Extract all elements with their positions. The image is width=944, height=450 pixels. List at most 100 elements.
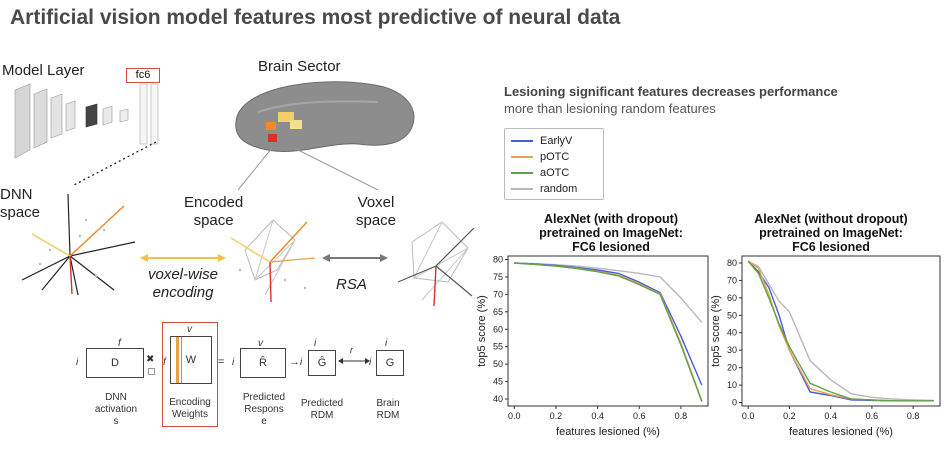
caption-encoding-weights: Encoding Weights [169, 397, 211, 420]
x-tick-label: 0.4 [824, 411, 837, 421]
y-tick-label: 55 [493, 342, 503, 352]
eq-i-label-2: i [232, 357, 235, 368]
y-axis-label: top5 score (%) [710, 295, 722, 367]
series-line-aotc [514, 262, 703, 402]
weights-column-line [181, 337, 182, 383]
legend-item-aotc: aOTC [505, 165, 603, 181]
eq-i-label-6: i [369, 357, 372, 368]
legend-swatch-aotc [511, 172, 533, 174]
x-tick-label: 0.6 [866, 411, 879, 421]
y-tick-label: 10 [727, 380, 737, 390]
small-box-icon [148, 368, 155, 375]
y-tick-label: 50 [727, 310, 737, 320]
y-tick-label: 30 [727, 345, 737, 355]
legend-label-earlyv: EarlyV [540, 135, 573, 147]
x-tick-label: 0.4 [591, 411, 604, 421]
legend-item-earlyv: EarlyV [505, 133, 603, 149]
legend-label-random: random [540, 183, 578, 195]
legend-swatch-random [511, 188, 533, 190]
encoding-arrow-icon [140, 254, 226, 262]
x-tick-label: 0.2 [550, 411, 563, 421]
x-tick-label: 0.8 [675, 411, 688, 421]
series-line-earlyv [514, 262, 703, 386]
eq-f-label-2: f [163, 357, 166, 368]
x-axis-label: features lesioned (%) [789, 426, 893, 438]
chart-legend: EarlyV pOTC aOTC random [504, 128, 604, 200]
connector-dotted-line [71, 141, 157, 187]
fc6-label: fc6 [126, 68, 160, 83]
encoded-space-label: Encoded space [184, 194, 244, 229]
matrix-d: D [86, 348, 144, 378]
y-tick-label: 0 [732, 398, 737, 408]
y-tick-label: 60 [493, 324, 503, 334]
model-layer-label: Model Layer [2, 62, 85, 79]
x-tick-label: 0.0 [742, 411, 755, 421]
y-tick-label: 75 [493, 272, 503, 282]
rsa-arrow-icon [322, 254, 388, 262]
y-tick-label: 20 [727, 363, 737, 373]
x-axis-label: features lesioned (%) [556, 426, 660, 438]
y-tick-label: 80 [727, 258, 737, 268]
eq-i-label-1: i [76, 357, 79, 368]
legend-item-random: random [505, 181, 603, 197]
matrix-g: G [376, 350, 404, 376]
rsa-label: RSA [336, 276, 367, 293]
eq-i-label-4: i [300, 357, 303, 368]
results-heading: Lesioning significant features decreases… [504, 84, 838, 99]
y-tick-label: 65 [493, 307, 503, 317]
caption-predicted-response: Predicted Respons e [242, 392, 286, 427]
eq-r-label: r [350, 345, 353, 355]
eq-f-label: f [118, 338, 121, 349]
caption-predicted-rdm: Predicted RDM [300, 398, 344, 421]
encoding-weights-highlight [162, 322, 218, 427]
y-tick-label: 80 [493, 254, 503, 264]
brain-sector-label: Brain Sector [258, 58, 341, 75]
double-arrow-icon [338, 358, 370, 364]
y-tick-label: 60 [727, 293, 737, 303]
y-tick-label: 50 [493, 359, 503, 369]
brain-sector-icon [235, 81, 415, 191]
times-icon: ✖ [146, 354, 155, 365]
arrow-right-icon: → [289, 356, 300, 368]
y-tick-label: 70 [493, 289, 503, 299]
chart-2-title: AlexNet (without dropout) pretrained on … [754, 212, 908, 254]
eq-v-label-1: v [187, 324, 192, 335]
matrix-g-hat: Ĝ [308, 350, 336, 376]
equals-icon: = [218, 356, 225, 368]
legend-item-potc: pOTC [505, 149, 603, 165]
dnn-layer-stack-icon [14, 83, 159, 159]
series-line-aotc [747, 260, 934, 402]
dnn-space-label: DNN space [0, 186, 41, 221]
y-axis-label: top5 score (%) [476, 295, 488, 367]
series-line-potc [747, 260, 934, 402]
y-tick-label: 40 [727, 328, 737, 338]
x-tick-label: 0.8 [907, 411, 920, 421]
page-title: Artificial vision model features most pr… [10, 6, 621, 29]
caption-dnn-activations: DNN activation s [94, 392, 138, 427]
legend-swatch-potc [511, 156, 533, 158]
matrix-r-hat: R̂ [240, 348, 286, 378]
eq-i-label-3: i [314, 338, 317, 349]
chart-2-frame [741, 255, 941, 407]
y-tick-label: 40 [493, 394, 503, 404]
results-subheading: more than lesioning random features [504, 101, 716, 116]
x-tick-label: 0.2 [783, 411, 796, 421]
voxel-space-graph [397, 221, 475, 307]
chart-2: 0.0 0.2 0.4 0.6 0.8 0 10 20 30 40 50 60 70 80 features… [710, 255, 941, 438]
weights-column-highlight [176, 337, 179, 383]
chart-1-frame [507, 255, 709, 407]
legend-label-aotc: aOTC [540, 167, 570, 179]
y-tick-label: 45 [493, 377, 503, 387]
series-line-random [747, 260, 934, 402]
legend-swatch-earlyv [511, 140, 533, 142]
x-tick-label: 0.0 [508, 411, 521, 421]
voxel-space-label: Voxel space [356, 194, 397, 229]
encoded-space-graph [230, 219, 316, 303]
y-tick-label: 70 [727, 275, 737, 285]
series-line-potc [514, 262, 703, 402]
series-line-earlyv [747, 260, 934, 402]
eq-i-label-5: i [385, 338, 388, 349]
caption-brain-rdm: Brain RDM [376, 398, 400, 421]
legend-label-potc: pOTC [540, 151, 570, 163]
